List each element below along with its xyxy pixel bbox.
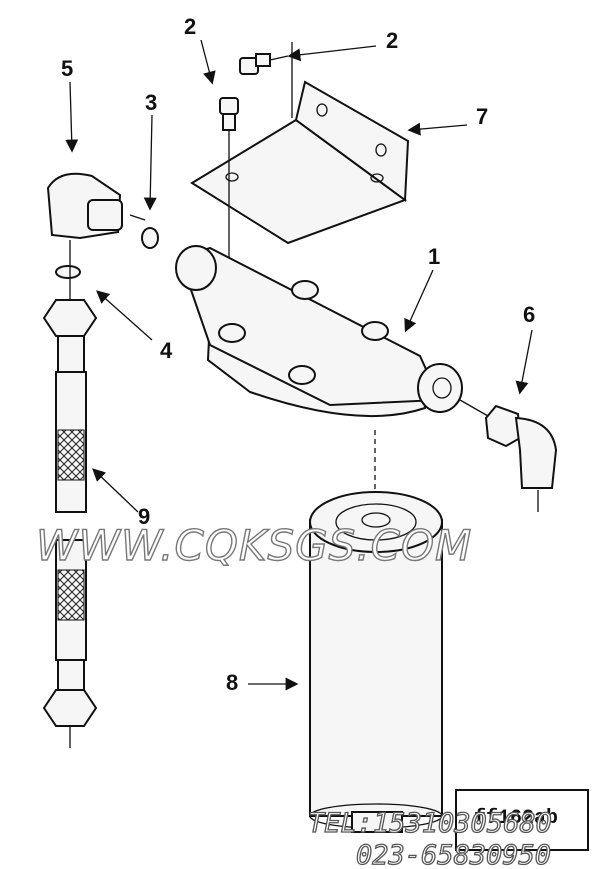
mounting-bracket (190, 42, 410, 245)
filter-cartridge (309, 430, 443, 833)
callout-4: 4 (160, 338, 173, 363)
callout-arrows (65, 39, 533, 691)
callout-6: 6 (523, 302, 535, 327)
filter-head (175, 245, 463, 418)
callout-2-left: 2 (184, 14, 196, 39)
flexible-hose (42, 240, 98, 748)
callout-3: 3 (145, 90, 157, 115)
elbow-fitting-right (459, 399, 558, 512)
reference-box: ff162ab (455, 789, 589, 851)
callout-1: 1 (428, 244, 440, 269)
callout-9: 9 (138, 504, 150, 529)
callout-2-right: 2 (386, 28, 398, 53)
contact-phone: 023-65830950 (356, 840, 551, 869)
callout-7: 7 (476, 104, 488, 129)
callout-5: 5 (61, 56, 73, 81)
o-ring-lower (55, 265, 81, 279)
callout-8: 8 (226, 670, 238, 695)
o-ring-upper (141, 227, 159, 249)
elbow-fitting-left (46, 172, 146, 240)
watermark: WWW.CQKSGS.COM (36, 521, 472, 570)
reference-code: ff162ab (474, 807, 558, 830)
contact-tel: TEL:15310305680 (308, 808, 552, 839)
bolt-upper (239, 53, 289, 75)
